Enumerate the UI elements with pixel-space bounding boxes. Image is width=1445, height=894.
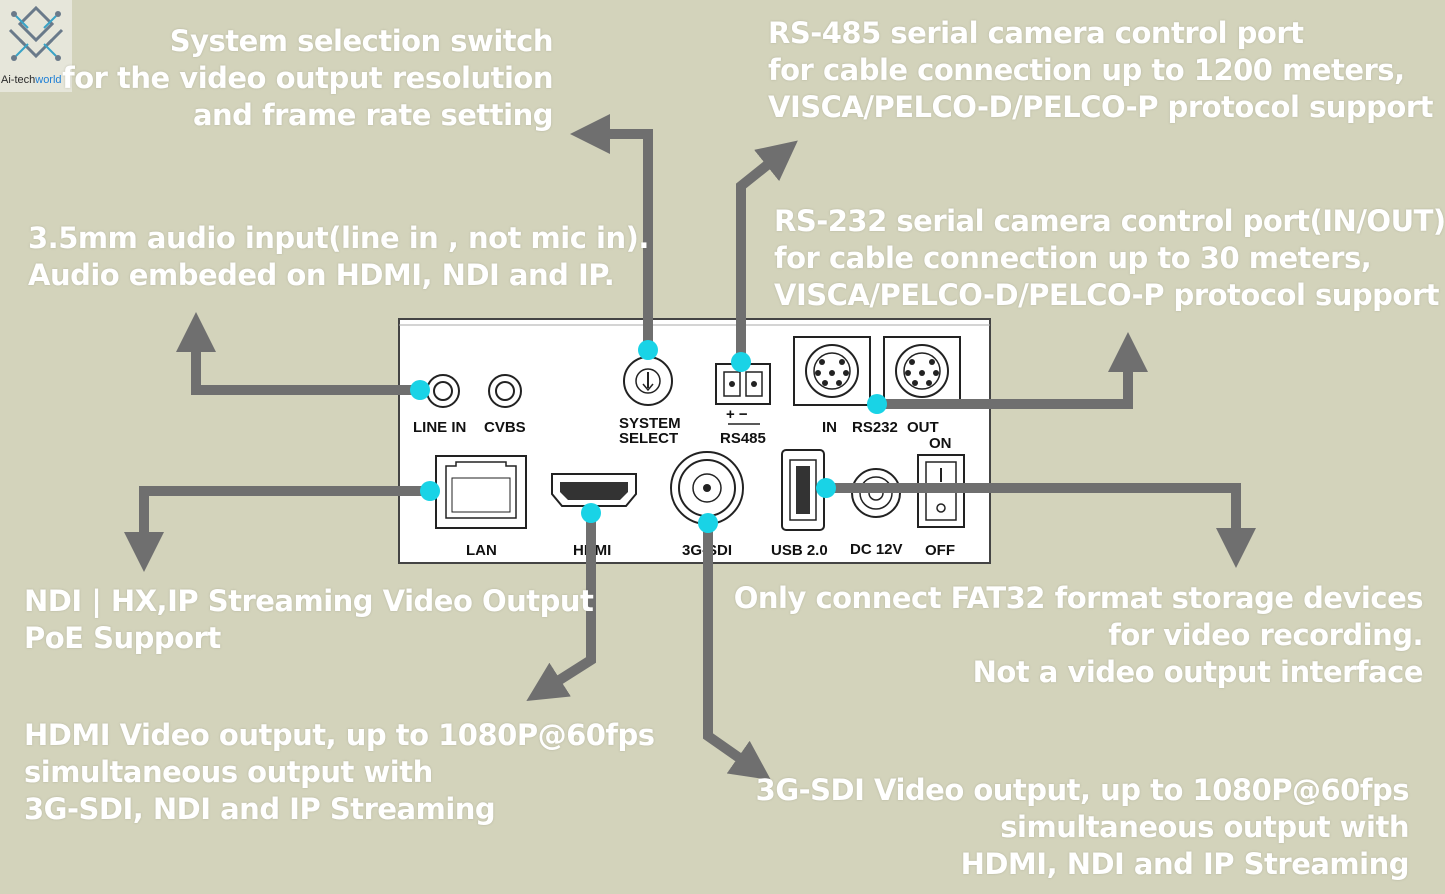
rs485-polarity: + − [726, 406, 748, 423]
dc-label: DC 12V [850, 541, 903, 558]
line-in-label: LINE IN [413, 419, 466, 436]
cvbs-jack [488, 374, 522, 408]
leader-lines [124, 114, 1256, 781]
callout-rs232: RS-232 serial camera control port(IN/OUT… [774, 204, 1445, 312]
rs232-label: RS232 [852, 419, 898, 436]
lan-label: LAN [466, 542, 497, 559]
dot-rs485 [731, 352, 751, 372]
brand-logo: Ai-techworld [0, 0, 72, 92]
rs232-in-label: IN [822, 419, 837, 436]
hdmi-port [551, 473, 637, 507]
rs485-label: RS485 [720, 430, 766, 447]
rs232-out-port [883, 336, 961, 406]
dot-lan [420, 481, 440, 501]
hdmi-leader [526, 508, 596, 701]
sdi-leader [703, 518, 771, 781]
dot-line-in [410, 380, 430, 400]
dot-usb [816, 478, 836, 498]
cvbs-label: CVBS [484, 419, 526, 436]
system-select-label-1: SYSTEM [619, 415, 681, 432]
system-select-label-2: SELECT [619, 430, 678, 447]
callout-lan: NDI | HX,IP Streaming Video Output PoE S… [24, 584, 594, 655]
callout-hdmi: HDMI Video output, up to 1080P@60fps sim… [24, 718, 655, 826]
usb-label: USB 2.0 [771, 542, 828, 559]
rs232-leader [872, 332, 1148, 409]
callout-system-select: System selection switch for the video ou… [62, 24, 553, 132]
callout-audio: 3.5mm audio input(line in , not mic in).… [28, 221, 649, 292]
usb-leader [821, 483, 1256, 568]
audio-leader [176, 312, 425, 395]
callout-sdi: 3G-SDI Video output, up to 1080P@60fps s… [755, 773, 1410, 881]
circuit-logo-icon [8, 5, 64, 61]
dot-rs232 [867, 394, 887, 414]
callout-usb: Only connect FAT32 format storage device… [733, 581, 1424, 689]
dot-hdmi [581, 503, 601, 523]
system-select-leader [570, 114, 653, 355]
dot-sdi [698, 513, 718, 533]
dot-system-select [638, 340, 658, 360]
lan-port [435, 455, 527, 529]
rs485-terminal [715, 363, 771, 425]
rs485-leader [736, 140, 798, 367]
system-select-dial [623, 356, 673, 406]
lan-leader [124, 486, 435, 572]
rs232-in-port [793, 336, 871, 406]
power-off-label: OFF [925, 542, 955, 559]
brand-name: Ai-techworld [1, 74, 62, 86]
power-on-label: ON [929, 435, 952, 452]
callout-rs485: RS-485 serial camera control port for ca… [768, 16, 1434, 124]
line-in-jack [426, 374, 460, 408]
connection-dots [410, 340, 887, 533]
rs232-out-label: OUT [907, 419, 939, 436]
